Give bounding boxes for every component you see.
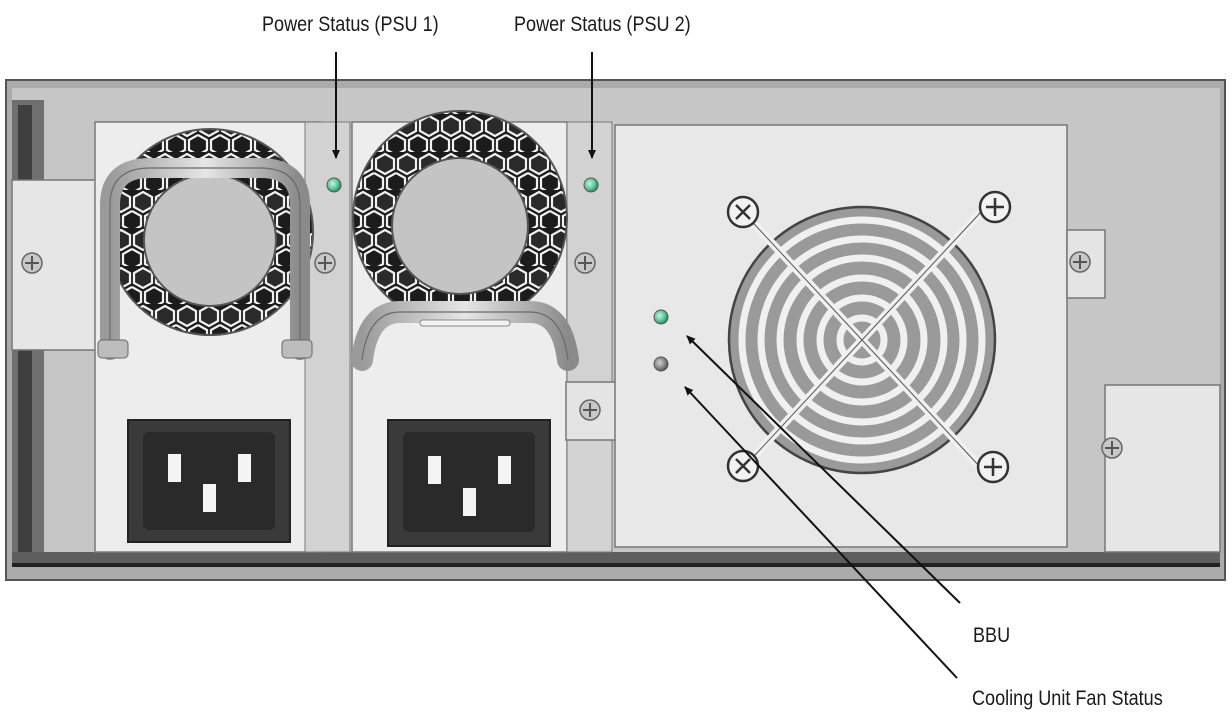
psu1-power-status-label: Power Status (PSU 1) xyxy=(262,13,439,36)
psu2-module xyxy=(351,110,613,553)
psu2-ac-inlet xyxy=(387,419,551,547)
screw-icon xyxy=(726,195,760,229)
screw-icon xyxy=(21,252,43,274)
screw-icon xyxy=(314,252,336,274)
screw-icon xyxy=(726,449,760,483)
psu1-ac-inlet xyxy=(127,419,291,543)
screw-icon xyxy=(976,450,1010,484)
bbu-callout-arrow xyxy=(686,335,961,604)
psu2-power-led xyxy=(583,177,599,193)
chassis-bottom-rail xyxy=(12,552,1220,564)
bbu-led xyxy=(653,309,669,325)
psu1-module xyxy=(94,121,351,553)
screw-icon xyxy=(1101,437,1123,459)
screw-icon xyxy=(574,252,596,274)
screw-icon xyxy=(1069,251,1091,273)
bbu-label: BBU xyxy=(973,624,1011,647)
cooling-fan-callout-arrow xyxy=(684,386,958,679)
screw-icon xyxy=(579,399,601,421)
cooling-fan-status-led xyxy=(653,356,669,372)
right-mount-bracket xyxy=(1104,384,1221,553)
psu1-power-led xyxy=(326,177,342,193)
cooling-unit-fan-status-label: Cooling Unit Fan Status xyxy=(972,687,1163,710)
screw-icon xyxy=(978,190,1012,224)
cooling-fan-guard xyxy=(727,205,997,475)
psu2-power-status-label: Power Status (PSU 2) xyxy=(514,13,691,36)
